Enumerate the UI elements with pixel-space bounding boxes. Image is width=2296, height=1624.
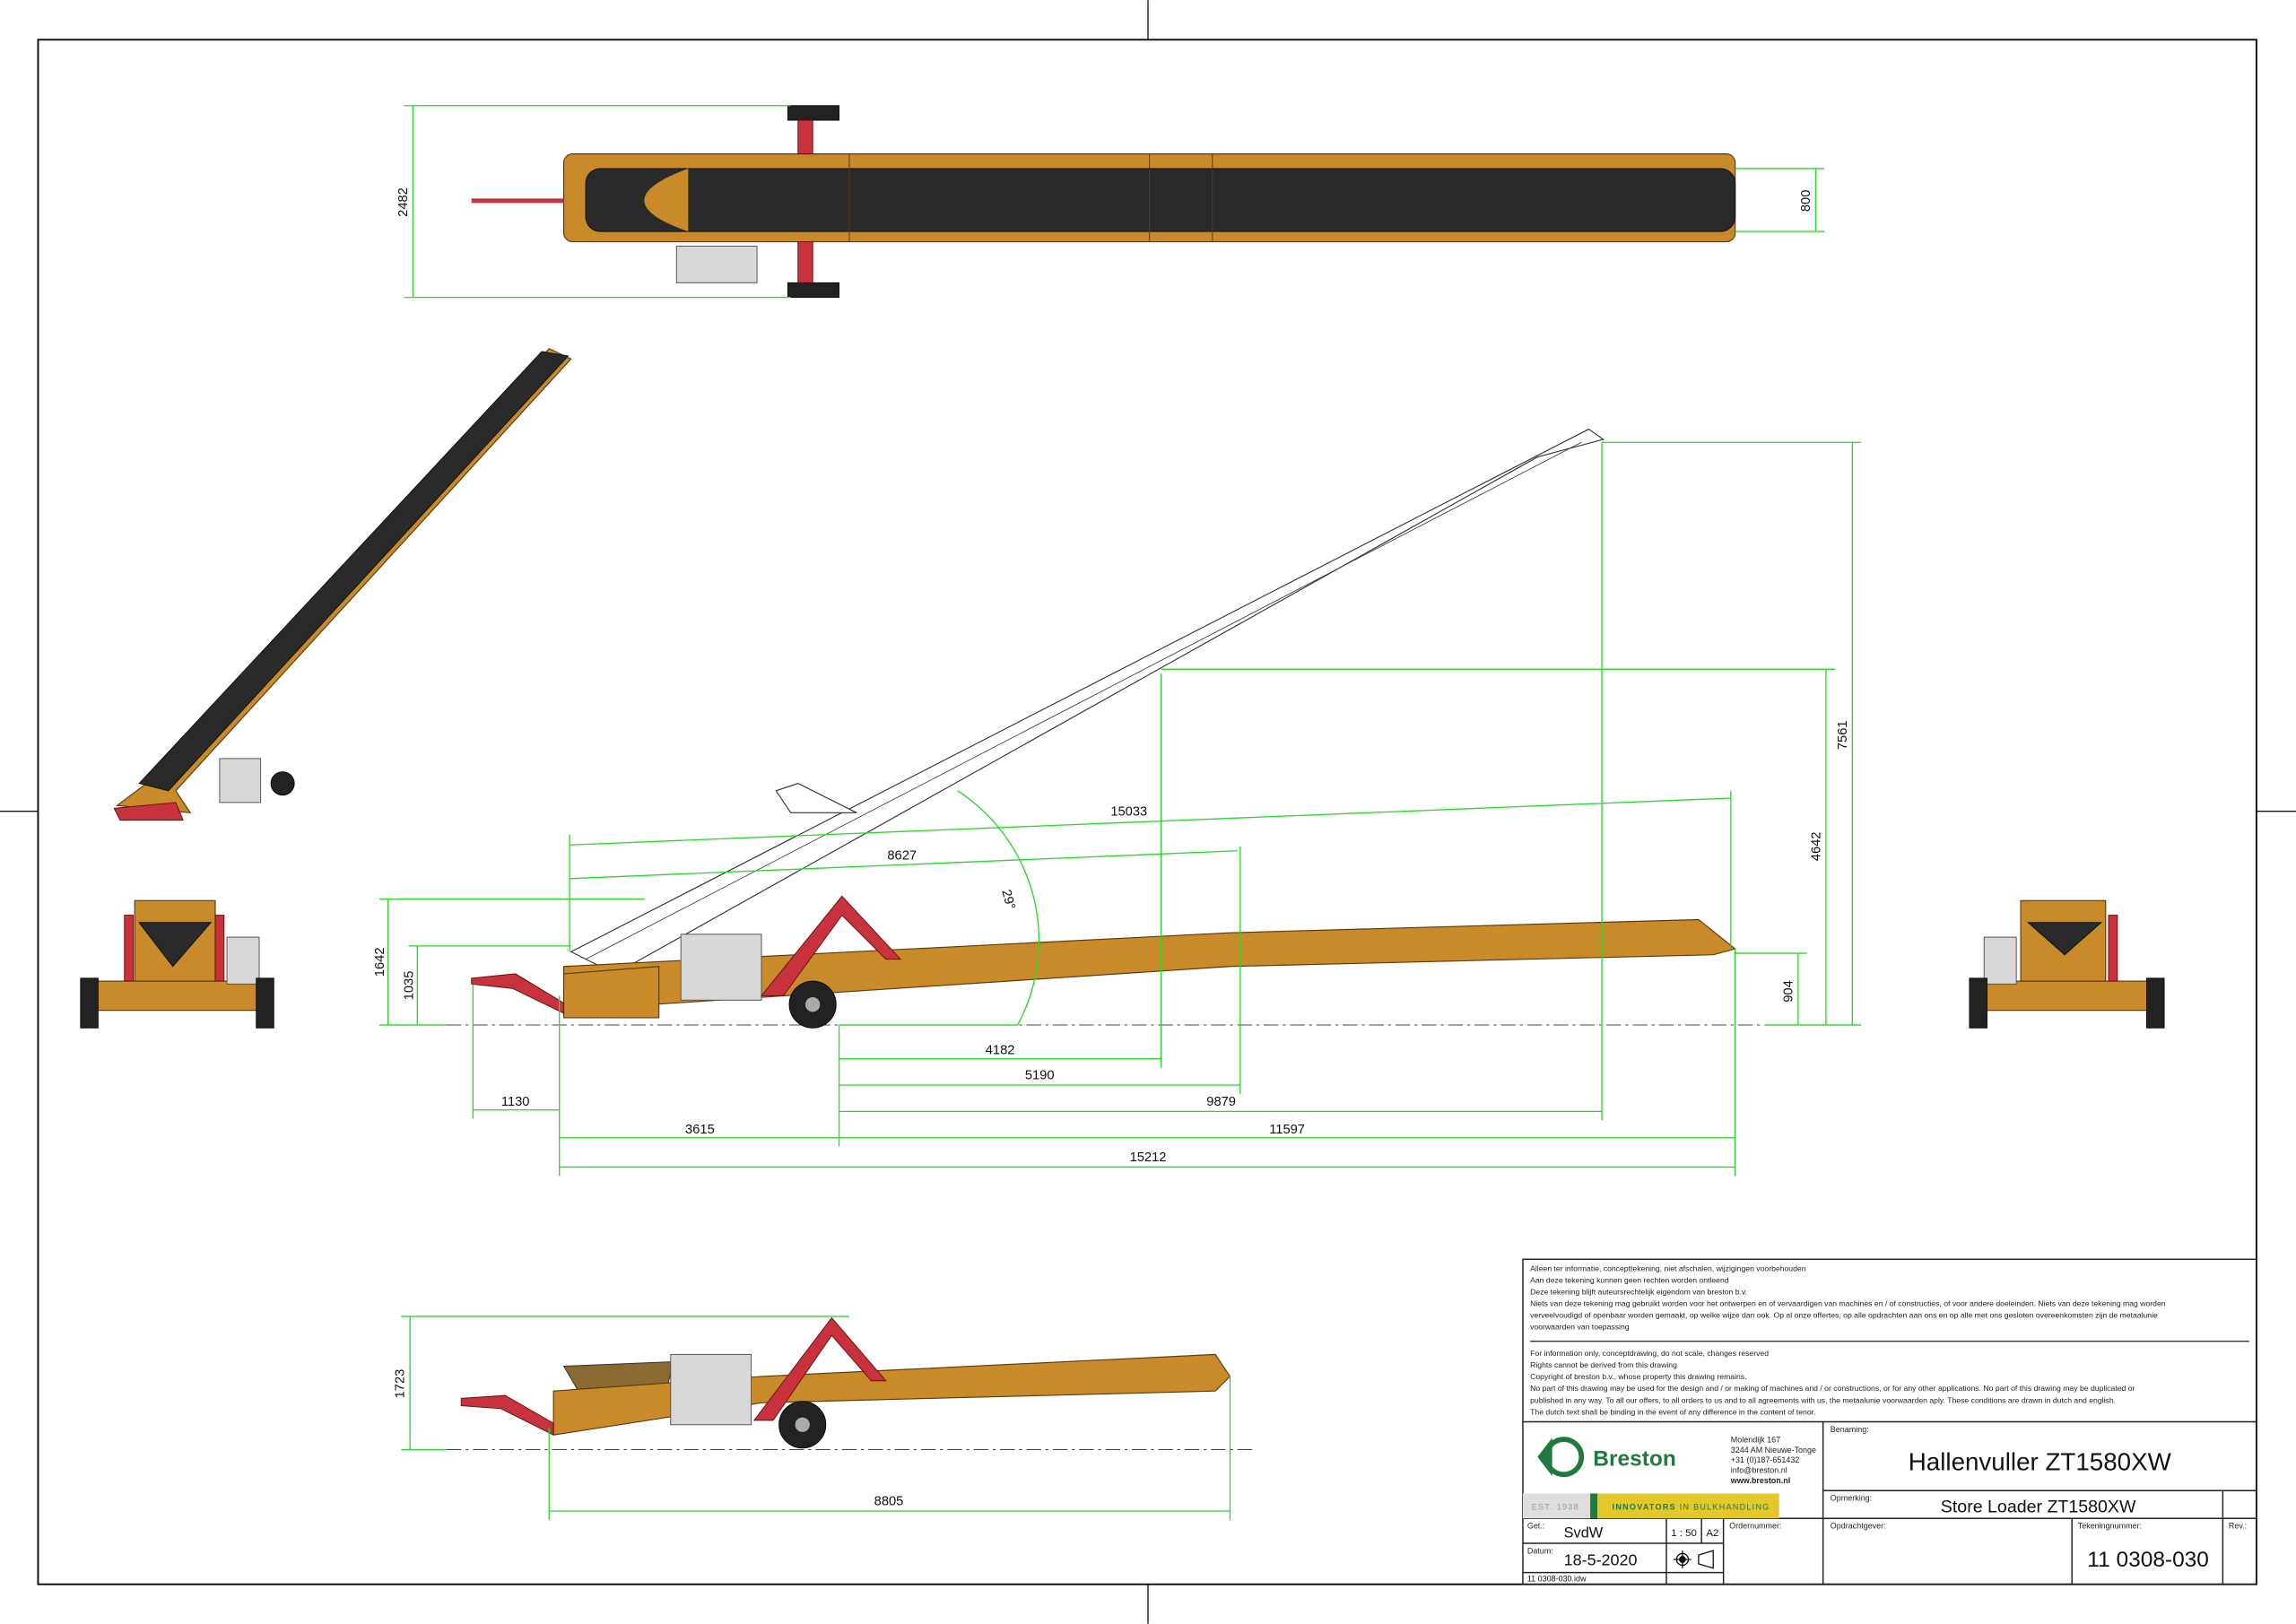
- dim-top-width: [404, 105, 791, 299]
- disclaimer-dutch: Alleen ter informatie, concepttekening, …: [1530, 1264, 2166, 1331]
- benaming-label: Benaming:: [1831, 1425, 1869, 1434]
- drawn-by: SvdW: [1564, 1524, 1604, 1541]
- dim-label-4642: 4642: [1809, 832, 1823, 862]
- date: 18-5-2020: [1564, 1550, 1638, 1568]
- breston-logo: Breston: [1537, 1437, 1676, 1478]
- isometric-view: [113, 348, 572, 821]
- dim-label-1035: 1035: [402, 971, 416, 1001]
- est-band: [1522, 1493, 1591, 1519]
- tagline: INNOVATORS IN BULKHANDLING: [1613, 1502, 1770, 1511]
- front-view: [80, 899, 274, 1029]
- dim-label-5190: 5190: [1025, 1068, 1055, 1082]
- dim-label-8627: 8627: [887, 849, 917, 864]
- dim-label-1723: 1723: [394, 1369, 408, 1399]
- drawing-border: [37, 39, 2257, 1585]
- svg-text:Niets van deze tekening mag ge: Niets van deze tekening mag gebruikt wor…: [1530, 1299, 2166, 1308]
- dim-belt-width: [1735, 168, 1825, 232]
- dim-label-8805: 8805: [874, 1495, 904, 1509]
- ordernummer-label: Ordernummer:: [1729, 1522, 1781, 1531]
- projection-symbol-icon: [1674, 1550, 1714, 1569]
- svg-text:Aan deze tekening kunnen geen: Aan deze tekening kunnen geen rechten wo…: [1530, 1275, 1729, 1284]
- email: info@breston.nl: [1731, 1466, 1787, 1475]
- dim-label-3615: 3615: [685, 1123, 715, 1137]
- address-line: Molendijk 167: [1731, 1435, 1780, 1444]
- side-dimension-lines: [378, 441, 1862, 1177]
- svg-text:Deze tekening blijft auteursre: Deze tekening blijft auteursrechtelijk e…: [1530, 1287, 1747, 1296]
- dim-label-1130: 1130: [501, 1095, 530, 1109]
- rev-label: Rev.:: [2229, 1522, 2247, 1531]
- transport-view: [460, 1316, 1231, 1449]
- svg-text:voorwaarden van toepassing: voorwaarden van toepassing: [1530, 1323, 1630, 1332]
- svg-text:No part of this drawing may be: No part of this drawing may be used for …: [1530, 1384, 2135, 1393]
- logo-wordmark: Breston: [1593, 1446, 1675, 1471]
- tekeningnummer-label: Tekeningnummer:: [2078, 1522, 2142, 1531]
- tagline-band: [1597, 1493, 1779, 1519]
- website: www.breston.nl: [1730, 1476, 1790, 1485]
- datum-label: Datum:: [1527, 1546, 1553, 1555]
- drawing-title: Hallenvuller ZT1580XW: [1909, 1447, 2172, 1475]
- dim-label-904: 904: [1781, 980, 1796, 1003]
- dim-label-2482: 2482: [396, 187, 411, 217]
- transport-dimension-lines: [401, 1316, 1231, 1520]
- sheet-size: A2: [1706, 1528, 1718, 1539]
- file-name: 11 0308-030.idw: [1527, 1574, 1587, 1583]
- disclaimer-english: For information only, conceptdrawing, do…: [1530, 1349, 2135, 1416]
- svg-text:Rights cannot be derived from: Rights cannot be derived from this drawi…: [1530, 1360, 1677, 1369]
- drawing-subtitle: Store Loader ZT1580XW: [1941, 1498, 2136, 1517]
- address-line: 3244 AM Nieuwe-Tonge: [1731, 1446, 1816, 1455]
- dim-label-15033: 15033: [1110, 805, 1147, 820]
- dim-label-15212: 15212: [1130, 1151, 1167, 1165]
- top-view: [471, 105, 1736, 299]
- get-label: Get.:: [1527, 1522, 1544, 1531]
- svg-text:published in any way. To all o: published in any way. To all our offers,…: [1530, 1395, 2116, 1404]
- dim-label-1642: 1642: [373, 948, 387, 977]
- dim-label-11597: 11597: [1269, 1123, 1305, 1137]
- green-band: [1590, 1493, 1598, 1519]
- phone: +31 (0)187-651432: [1731, 1455, 1800, 1464]
- dim-label-4182: 4182: [986, 1044, 1015, 1058]
- side-view: [471, 428, 1736, 1029]
- rear-view: [1969, 899, 2165, 1029]
- dim-label-7561: 7561: [1836, 720, 1850, 750]
- dim-label-9879: 9879: [1206, 1095, 1236, 1109]
- drawing-number: 11 0308-030: [2087, 1548, 2209, 1572]
- svg-text:The dutch text shall be bindin: The dutch text shall be binding in the e…: [1530, 1407, 1815, 1416]
- svg-text:Alleen ter informatie, concept: Alleen ter informatie, concepttekening, …: [1530, 1264, 1806, 1272]
- est-text: EST. 1938: [1532, 1502, 1579, 1511]
- svg-text:verveelvoudigd of openbaar wor: verveelvoudigd of openbaar worden gemaak…: [1530, 1311, 2158, 1320]
- title-block: Alleen ter informatie, concepttekening, …: [1522, 1258, 2257, 1585]
- scale: 1 : 50: [1671, 1528, 1697, 1539]
- dim-label-800: 800: [1799, 190, 1813, 213]
- dim-label-angle: 29°: [998, 888, 1017, 911]
- opmerking-label: Opmerking:: [1831, 1494, 1872, 1503]
- opdrachtgever-label: Opdrachtgever:: [1831, 1522, 1886, 1531]
- svg-text:Copyright of breston b.v., who: Copyright of breston b.v., whose propert…: [1530, 1372, 1746, 1381]
- svg-text:For information only, conceptd: For information only, conceptdrawing, do…: [1530, 1349, 1769, 1358]
